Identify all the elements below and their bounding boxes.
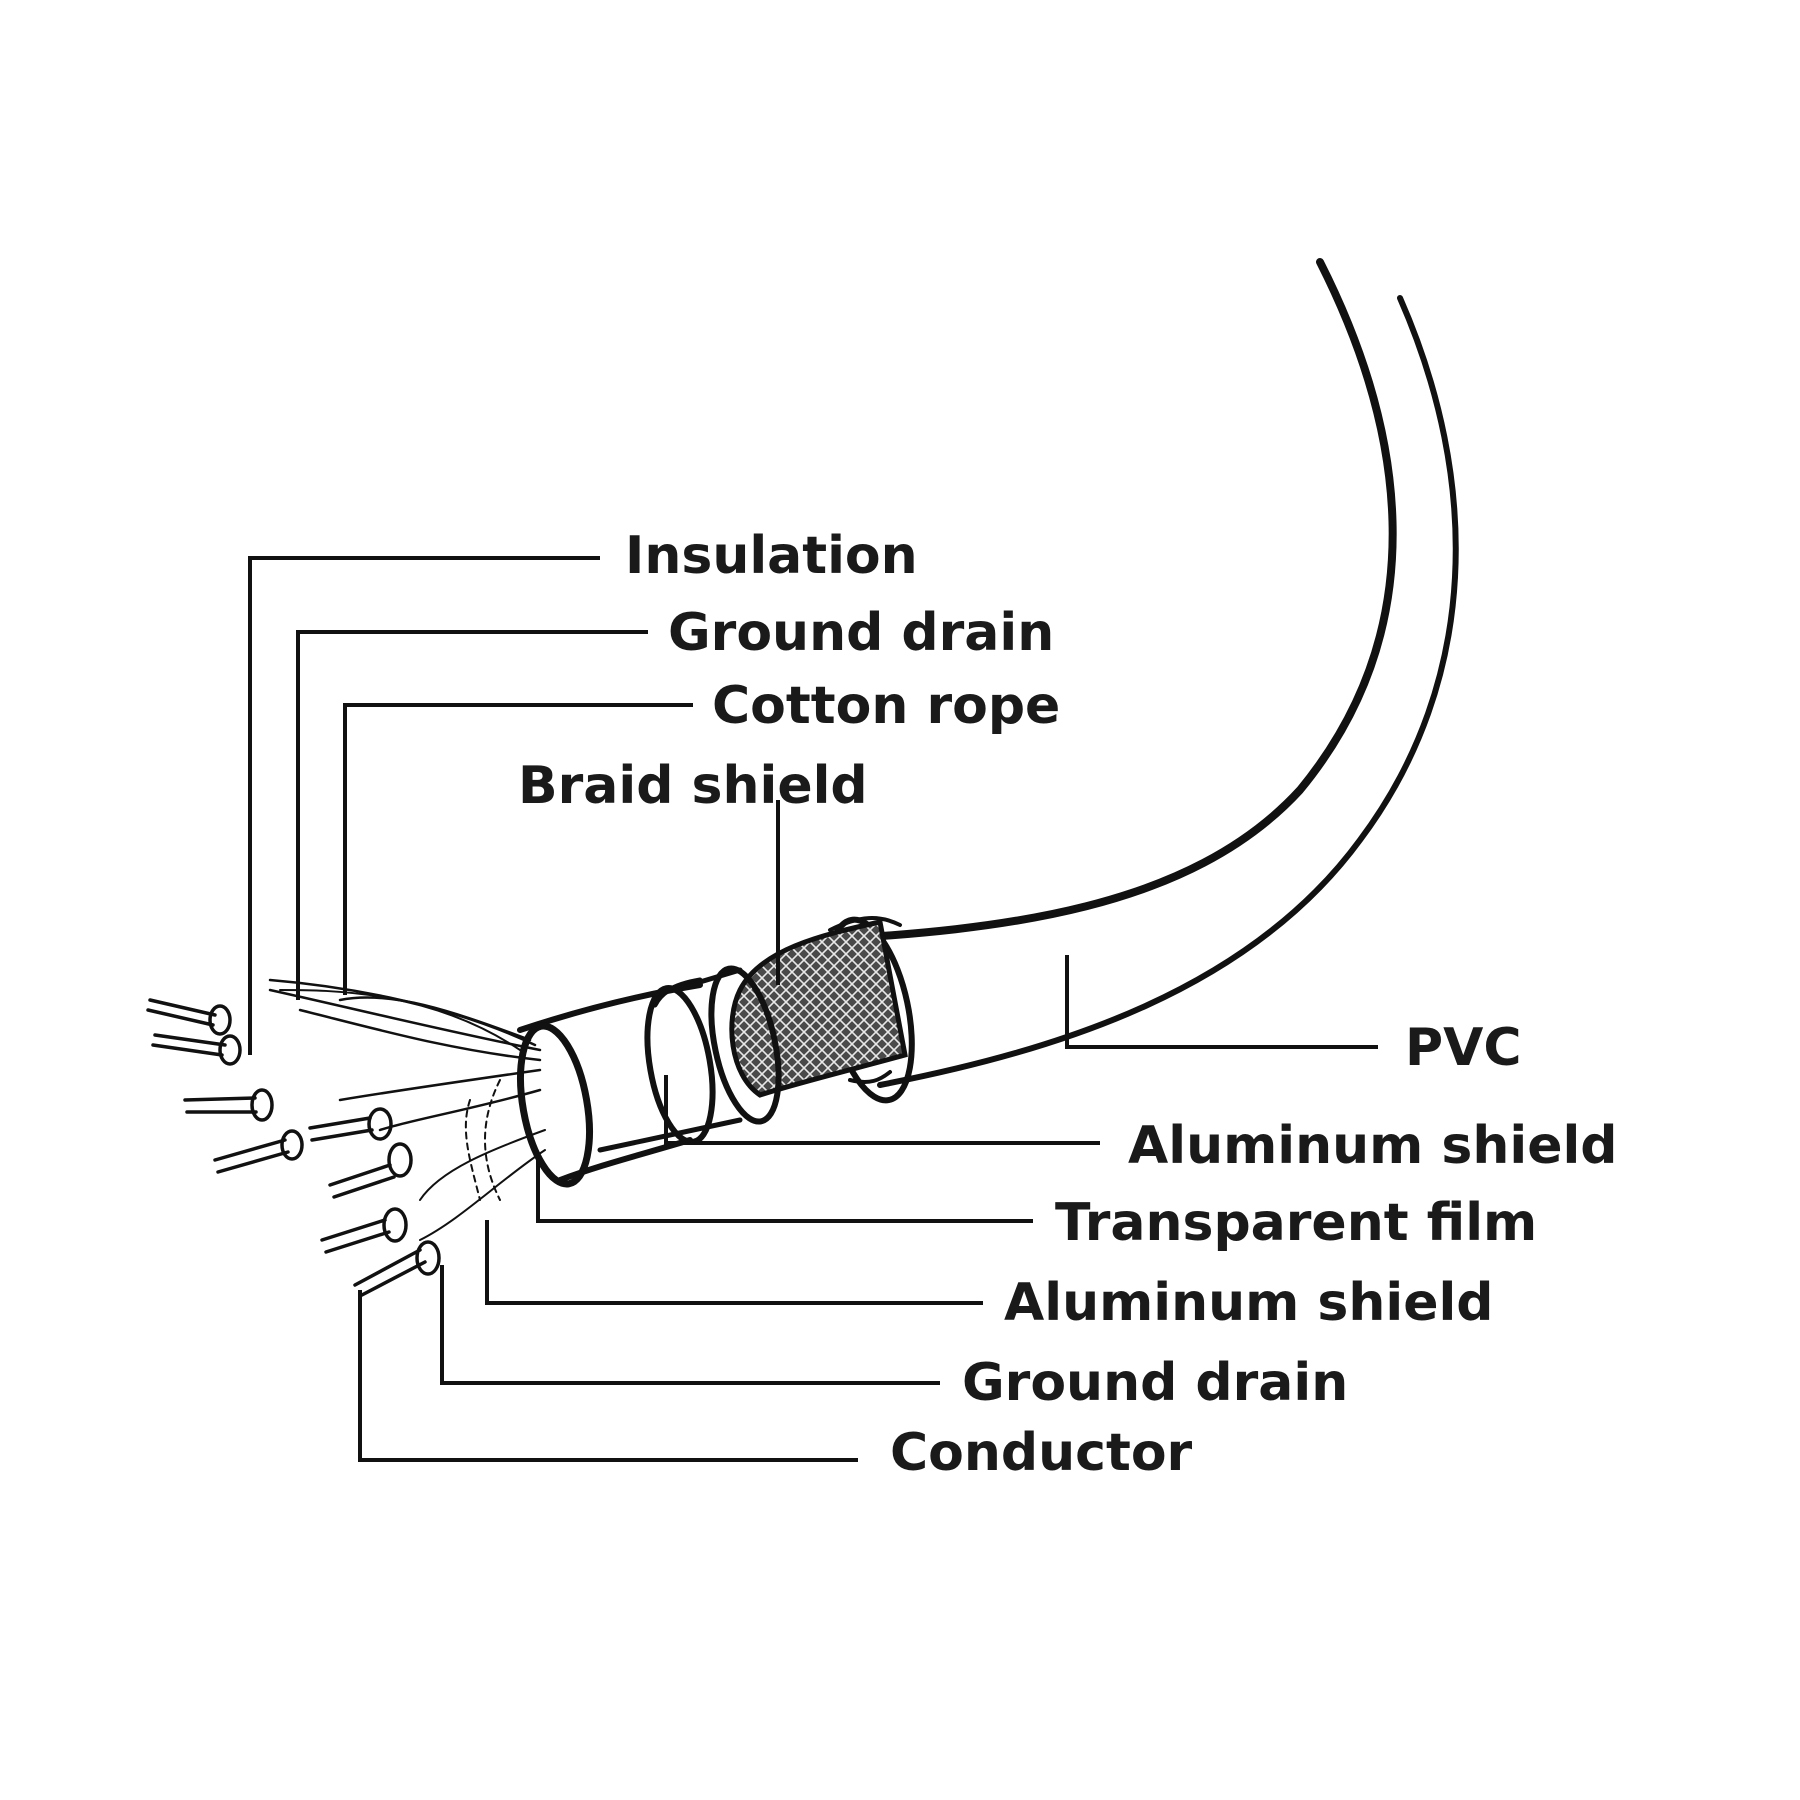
leader-pvc bbox=[1065, 955, 1378, 1049]
conductor-pair-4 bbox=[320, 1207, 441, 1298]
label-transparent-film: Transparent film bbox=[1055, 1193, 1537, 1253]
label-pvc: PVC bbox=[1405, 1018, 1522, 1078]
leader-transparent-film bbox=[536, 1160, 1033, 1223]
label-aluminum-shield-inner: Aluminum shield bbox=[1004, 1273, 1494, 1333]
leader-conductor bbox=[358, 1290, 858, 1462]
label-ground-drain-bottom: Ground drain bbox=[962, 1353, 1348, 1413]
conductor-pair-2 bbox=[183, 1088, 304, 1174]
conductor-pair-3 bbox=[308, 1107, 413, 1199]
wire-bundle bbox=[268, 978, 546, 1241]
label-conductor: Conductor bbox=[890, 1423, 1193, 1483]
labels: Insulation Ground drain Cotton rope Brai… bbox=[518, 526, 1618, 1483]
conductor-pair-1 bbox=[146, 998, 242, 1066]
label-insulation: Insulation bbox=[625, 526, 918, 586]
leader-ground-drain-top bbox=[296, 630, 648, 1000]
label-aluminum-shield-outer: Aluminum shield bbox=[1128, 1116, 1618, 1176]
braid-shield bbox=[708, 919, 908, 1125]
leader-lines bbox=[248, 556, 1378, 1462]
leader-ground-drain-bottom bbox=[440, 1265, 940, 1385]
leader-insulation bbox=[248, 556, 600, 1055]
label-cotton-rope: Cotton rope bbox=[712, 676, 1060, 736]
label-braid-shield: Braid shield bbox=[518, 756, 868, 816]
conductors bbox=[146, 998, 441, 1298]
leader-aluminum-shield-inner bbox=[485, 1220, 983, 1305]
label-ground-drain-top: Ground drain bbox=[668, 603, 1054, 663]
transparent-film bbox=[517, 982, 703, 1188]
leader-cotton-rope bbox=[343, 703, 693, 995]
leader-aluminum-shield-outer bbox=[664, 1075, 1100, 1145]
